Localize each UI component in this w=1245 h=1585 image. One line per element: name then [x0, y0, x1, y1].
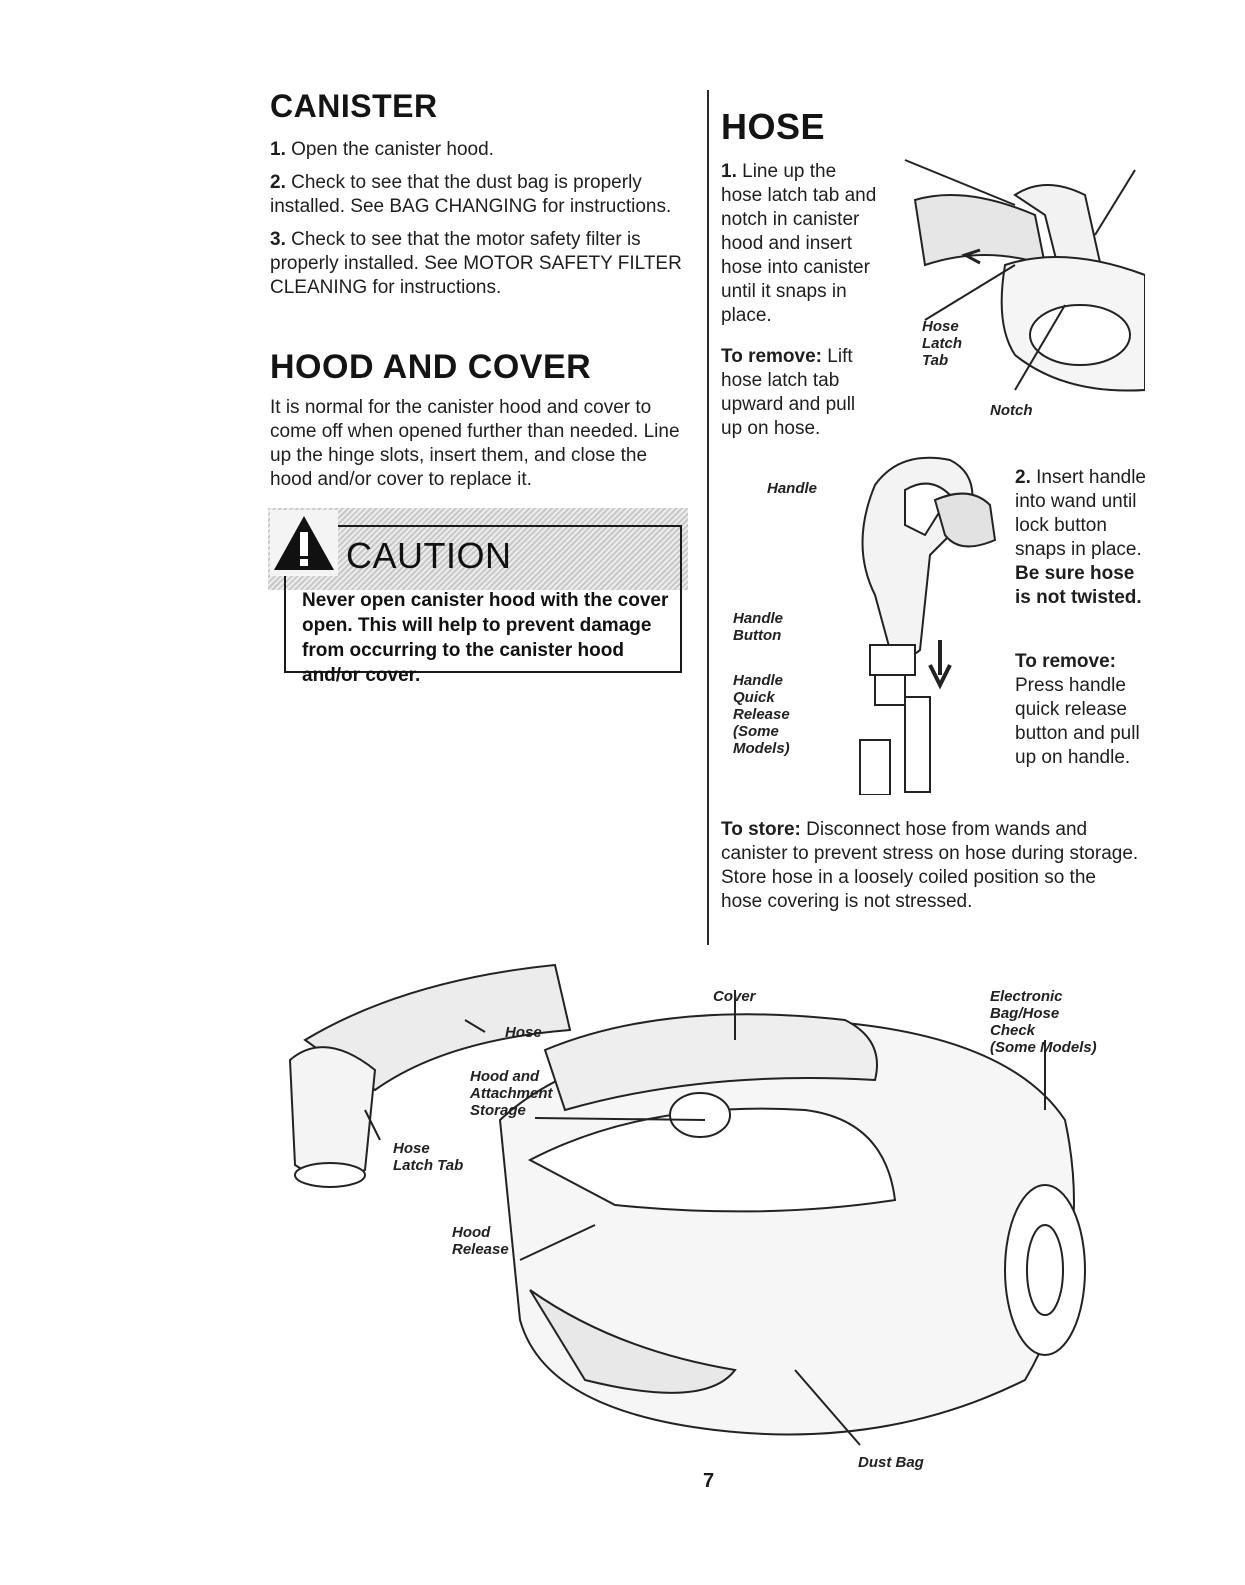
caution-box: [284, 525, 682, 673]
hose-store: To store: Disconnect hose from wands and…: [721, 819, 1139, 912]
hood-cover-text: It is normal for the canister hood and c…: [270, 397, 680, 490]
caution-title: CAUTION: [346, 535, 512, 576]
hood-cover-heading: HOOD AND COVER: [270, 348, 592, 386]
callout-hood-release: Hood Release: [452, 1224, 509, 1258]
canister-steps: 1. Open the canister hood. 2. Check to s…: [270, 138, 690, 309]
page-number: 7: [703, 1470, 715, 1492]
caution-banner: [268, 508, 688, 590]
callout-hood-storage: Hood and Attachment Storage: [470, 1068, 553, 1119]
callout-dust-bag: Dust Bag: [858, 1454, 924, 1471]
callout-handle-quick-release: Handle Quick Release (Some Models): [733, 672, 790, 757]
caution-text: Never open canister hood with the cover …: [302, 590, 669, 686]
canister-step-3: 3. Check to see that the motor safety fi…: [270, 229, 682, 298]
callout-cover: Cover: [713, 988, 756, 1005]
hose-heading: HOSE: [721, 106, 826, 147]
callout-handle: Handle: [767, 480, 818, 497]
hose-step-2: 2. Insert handle into wand until lock bu…: [1015, 467, 1146, 608]
warning-icon: [270, 510, 338, 576]
hose-remove-2: To remove: Press handle quick release bu…: [1015, 651, 1140, 768]
callout-notch: Notch: [990, 402, 1033, 419]
canister-step-2: 2. Check to see that the dust bag is pro…: [270, 172, 672, 217]
canister-step-1: 1. Open the canister hood.: [270, 139, 494, 160]
canister-vacuum-illustration: [288, 963, 1086, 1446]
canister-heading: CANISTER: [270, 88, 438, 124]
handle-wand-illustration: [859, 456, 997, 795]
hose-attach-illustration: [904, 159, 1145, 392]
hose-remove-1: To remove: Lift hose latch tab upward an…: [721, 346, 856, 439]
callout-handle-button: Handle Button: [733, 610, 784, 644]
hose-step-1: 1. Line up the hose latch tab and notch …: [721, 161, 877, 326]
callout-hose-latch-tab-bottom: Hose Latch Tab: [393, 1140, 464, 1174]
column-divider: [707, 90, 709, 945]
callout-hose: Hose: [505, 1024, 542, 1041]
callout-electronic-check: Electronic Bag/Hose Check (Some Models): [990, 988, 1097, 1056]
callout-hose-latch-tab-top: Hose Latch Tab: [922, 318, 963, 369]
